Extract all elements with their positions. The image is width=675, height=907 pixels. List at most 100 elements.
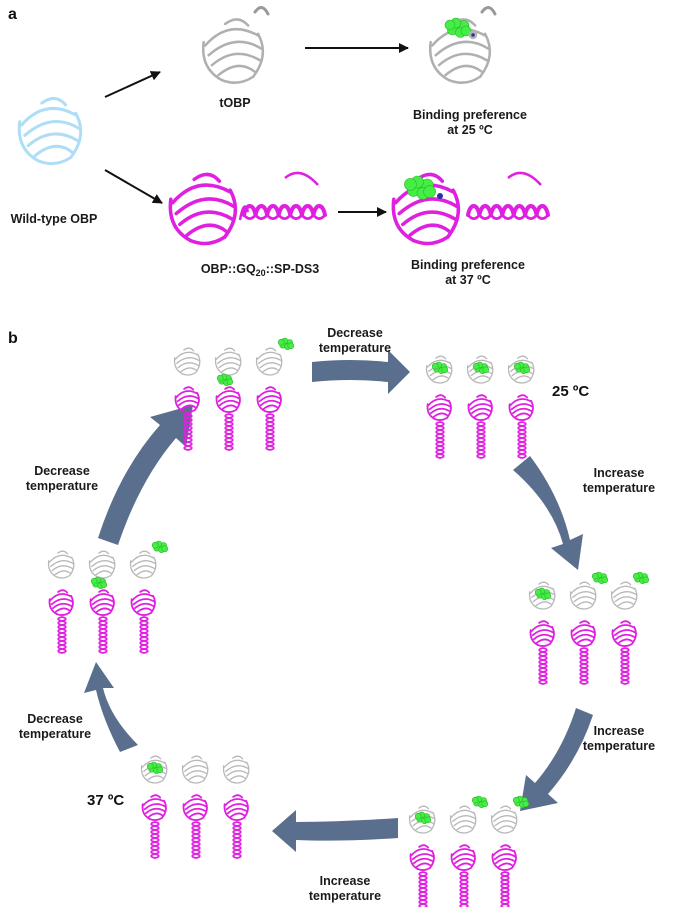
pref25-line2: at 25 ºC [447, 123, 493, 137]
protein-ribbon-icon [409, 844, 435, 871]
protein-ribbon-icon [508, 394, 534, 421]
arrow-label-right-upper-line2: temperature [582, 481, 656, 495]
protein-ribbon-icon [611, 620, 637, 647]
protein-ribbon-icon [529, 620, 555, 647]
helix-icon [418, 871, 428, 907]
arrow-label-top: Decrease temperature [300, 326, 410, 356]
helix-icon [500, 871, 510, 907]
helix-icon [466, 204, 550, 217]
helix-icon [242, 204, 327, 217]
ligand-sphere-icon [431, 361, 449, 375]
fusion-label-suffix: ::SP-DS3 [265, 262, 320, 276]
cycle-arrow-left-upper [98, 405, 193, 545]
protein-ribbon-icon [391, 172, 461, 246]
helix-icon [620, 647, 630, 685]
atom-icon [437, 193, 443, 199]
arrow-label-right-upper: Increase temperature [566, 466, 672, 496]
ligand-sphere-icon [146, 761, 164, 775]
fusion-structure [168, 171, 327, 246]
helix-icon [57, 616, 67, 654]
pref37-label: Binding preference at 37 ºC [398, 258, 538, 288]
atom-icon [468, 30, 478, 40]
cluster-top-left [173, 337, 295, 451]
protein-ribbon-icon [168, 172, 238, 246]
protein-ribbon-icon [491, 844, 517, 871]
protein-ribbon-icon [174, 386, 200, 413]
protein-ribbon-icon [449, 805, 477, 834]
helix-icon [232, 821, 242, 859]
arrow-label-top-line1: Decrease [327, 326, 383, 340]
tobp-label: tOBP [219, 96, 251, 110]
helix-icon [265, 413, 275, 451]
ligand-sphere-icon [472, 361, 490, 375]
cluster-bottom-right [408, 795, 530, 907]
protein-ribbon-icon [141, 794, 167, 821]
wildtype-obp-structure [17, 96, 83, 166]
ligand-sphere-icon [512, 795, 530, 809]
ligand-sphere-icon [90, 576, 108, 590]
helix-icon [150, 821, 160, 859]
arrow-label-left-upper-line1: Decrease [34, 464, 90, 478]
arrow-wt-to-fusion [104, 169, 163, 204]
protein-ribbon-icon [17, 96, 83, 166]
arrow-label-bottom: Increase temperature [290, 874, 400, 904]
protein-ribbon-icon [450, 844, 476, 871]
protein-ribbon-icon [130, 589, 156, 616]
protein-ribbon-icon [182, 794, 208, 821]
ligand-sphere-icon [277, 337, 295, 351]
ligand-sphere-icon [632, 571, 650, 585]
protein-ribbon-icon [570, 620, 596, 647]
ligand-sphere-icon [471, 795, 489, 809]
protein-ribbon-icon [47, 550, 75, 579]
pref37-line1: Binding preference [411, 258, 525, 272]
helix-icon [98, 616, 108, 654]
protein-ribbon-icon [214, 347, 242, 376]
arrow-label-left-lower-line2: temperature [18, 727, 92, 741]
protein-ribbon-icon [256, 386, 282, 413]
cluster-left [47, 540, 169, 654]
protein-ribbon-icon [129, 550, 157, 579]
arrow-label-left-upper: Decrease temperature [8, 464, 116, 494]
cycle-arrow-right-lower [520, 708, 593, 811]
ligand-sphere-icon [534, 587, 552, 601]
arrow-label-left-lower-line1: Decrease [27, 712, 83, 726]
cycle-arrow-top [312, 350, 410, 394]
protein-ribbon-icon [215, 386, 241, 413]
helix-icon [435, 421, 445, 459]
helix-icon [476, 421, 486, 459]
arrow-wt-to-tobp [104, 71, 161, 98]
temp-37-label: 37 ºC [87, 792, 125, 809]
ligand-sphere-icon [444, 17, 472, 38]
tobp-bound-structure [428, 6, 497, 84]
protein-ribbon-icon [173, 347, 201, 376]
helix-icon [538, 647, 548, 685]
ligand-sphere-icon [591, 571, 609, 585]
cycle-arrow-right-upper [513, 456, 583, 570]
fusion-label-sub: 20 [255, 268, 266, 278]
panel-a-label: a [8, 6, 17, 23]
arrow-label-bottom-line1: Increase [319, 874, 371, 888]
ligand-sphere-icon [513, 361, 531, 375]
arrow-label-right-lower-line2: temperature [582, 739, 656, 753]
pref25-label: Binding preference at 25 ºC [400, 108, 540, 138]
temp-25-label: 25 ºC [552, 383, 590, 400]
helix-icon [191, 821, 201, 859]
pref25-line1: Binding preference [413, 108, 527, 122]
helix-icon [139, 616, 149, 654]
ligand-sphere-icon [404, 175, 436, 200]
arrow-label-left-lower: Decrease temperature [4, 712, 106, 742]
protein-ribbon-icon [88, 550, 116, 579]
cluster-top-right [425, 355, 535, 459]
fusion-label-prefix: OBP::GQ [200, 262, 256, 276]
arrow-label-right-lower-line1: Increase [593, 724, 645, 738]
arrow-label-left-upper-line2: temperature [25, 479, 99, 493]
protein-ribbon-icon [140, 755, 168, 784]
cycle-arrow-bottom [272, 810, 398, 852]
protein-ribbon-icon [89, 589, 115, 616]
cycle-arrow-left-lower [84, 662, 138, 752]
helix-icon [459, 871, 469, 907]
helix-icon [183, 413, 193, 451]
ligand-sphere-icon [414, 811, 432, 825]
pref37-line2: at 37 ºC [445, 273, 491, 287]
